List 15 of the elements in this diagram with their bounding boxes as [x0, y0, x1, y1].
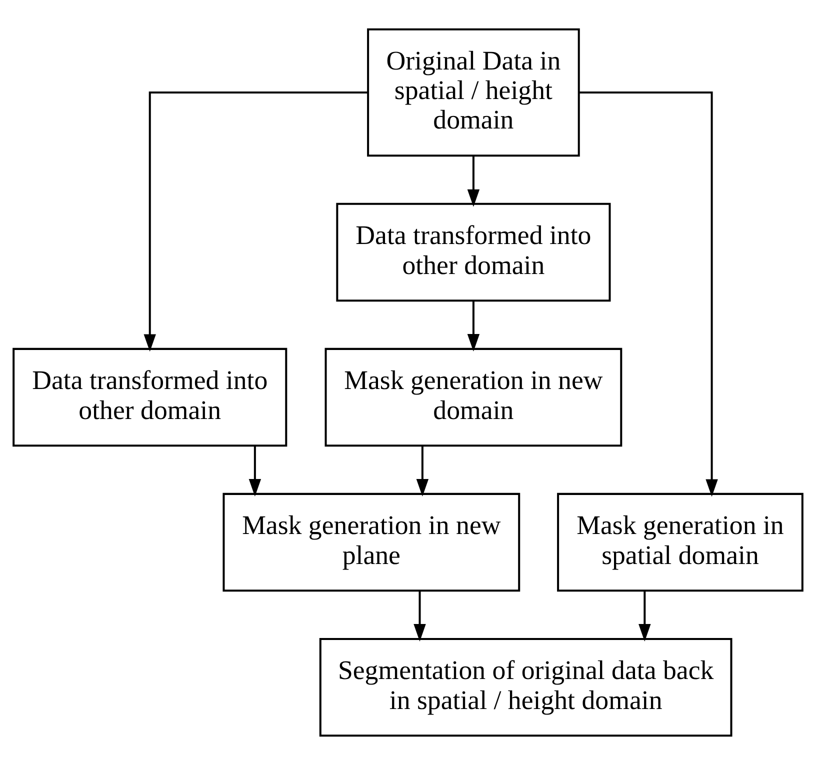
arrow — [416, 446, 429, 497]
node-box: Mask generation in new domain — [324, 348, 622, 447]
arrow — [579, 91, 718, 497]
arrow — [414, 590, 426, 642]
arrow — [467, 156, 480, 207]
node-box: Mask generation in new plane — [222, 492, 520, 592]
node-box: Data transformed into other domain — [12, 348, 288, 447]
arrow — [144, 91, 368, 352]
node-box: Original Data in spatial / height domain — [367, 28, 580, 157]
node-box: Segmentation of original data back in spatial / height domain — [319, 638, 732, 737]
arrow — [638, 590, 651, 642]
node-box: Data transformed into other domain — [336, 202, 611, 302]
node-box: Mask generation in spatial domain — [557, 492, 804, 592]
arrow — [248, 446, 262, 497]
arrow — [467, 300, 480, 352]
